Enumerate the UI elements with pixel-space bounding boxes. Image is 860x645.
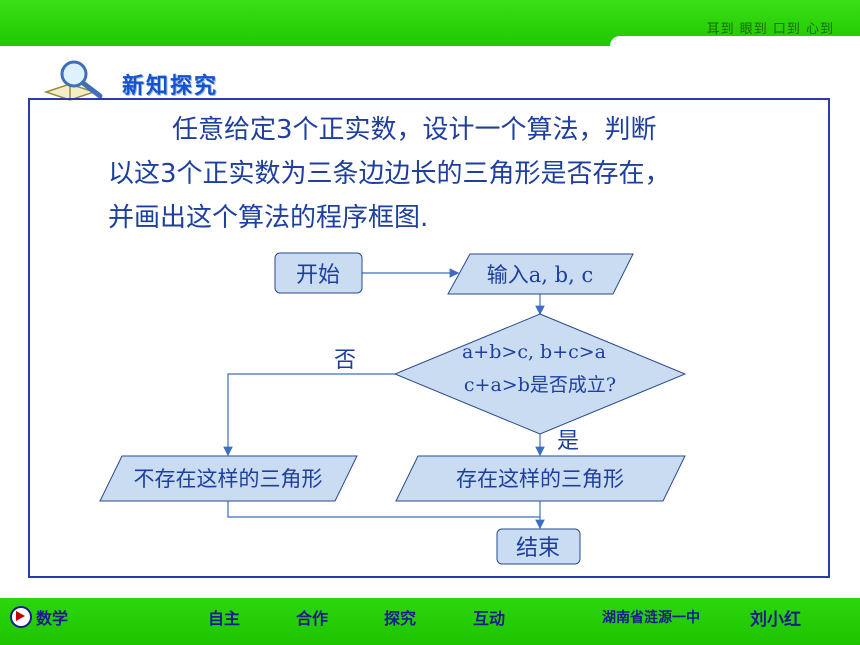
- footer-link-tanjiu[interactable]: 探究: [384, 609, 417, 628]
- yes-output-label: 存在这样的三角形: [456, 467, 624, 491]
- footer-notch: [0, 592, 860, 598]
- problem-line-1: 任意给定3个正实数，设计一个算法，判断: [172, 115, 657, 145]
- arrow-no-output-to-end: [227, 501, 540, 518]
- footer-link-zizhu[interactable]: 自主: [208, 609, 241, 628]
- magnifier-book-icon: [43, 60, 103, 101]
- top-banner-notch: [610, 36, 860, 48]
- motto-text: 耳到 眼到 口到 心到: [706, 22, 834, 37]
- no-output-node: [99, 455, 358, 502]
- footer-link-hezuo[interactable]: 合作: [296, 609, 329, 628]
- content-frame: [28, 98, 830, 578]
- end-node-label: 结束: [516, 536, 560, 561]
- start-node-label: 开始: [296, 263, 340, 288]
- end-node: [496, 528, 581, 565]
- footer-subject: 数学: [36, 609, 69, 628]
- play-icon: [16, 611, 25, 621]
- footer-link-hudong[interactable]: 互动: [473, 609, 506, 628]
- decision-line-1: a+b>c, b+c>a: [462, 341, 606, 363]
- yes-output-node: [395, 455, 686, 502]
- yes-label: 是: [557, 429, 579, 454]
- no-label: 否: [334, 348, 356, 373]
- problem-line-2: 以这3个正实数为三条边边长的三角形是否存在，: [108, 159, 671, 189]
- section-title: 新知探究: [122, 74, 219, 99]
- arrow-decision-no: [223, 373, 395, 457]
- start-node: [274, 252, 363, 294]
- footer-author: 刘小红: [750, 610, 801, 630]
- decision-line-2: c+a>b是否成立?: [464, 374, 616, 396]
- input-node: [447, 253, 634, 295]
- problem-line-3: 并画出这个算法的程序框图.: [108, 203, 429, 233]
- footer-bar: [0, 592, 860, 645]
- no-output-label: 不存在这样的三角形: [134, 467, 323, 491]
- problem-statement: 任意给定3个正实数，设计一个算法，判断 以这3个正实数为三条边边长的三角形是否存…: [108, 108, 808, 240]
- input-node-label: 输入a, b, c: [487, 263, 593, 287]
- footer-school: 湖南省涟源一中: [602, 610, 700, 626]
- decision-node: [393, 313, 687, 435]
